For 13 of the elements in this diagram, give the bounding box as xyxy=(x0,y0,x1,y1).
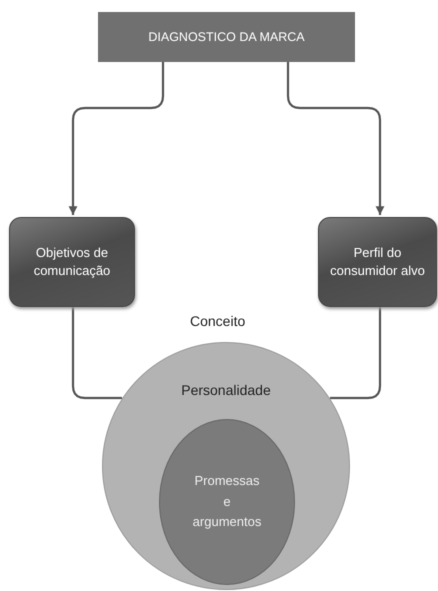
concept-label: Conceito xyxy=(190,313,246,329)
rounded-box xyxy=(9,217,135,307)
node-text: Personalidade xyxy=(181,381,271,400)
rounded-box xyxy=(318,217,437,307)
node-text: DIAGNOSTICO DA MARCA xyxy=(148,28,305,46)
arrow xyxy=(286,62,384,215)
node-text: Promessas e argumentos xyxy=(192,472,262,532)
node-text: Objetivos de comunicação xyxy=(32,244,112,280)
connector-line xyxy=(72,307,122,400)
title-box xyxy=(98,12,355,62)
arrow xyxy=(68,62,164,215)
node-text: Perfil do consumidor alvo xyxy=(329,244,426,280)
connector-line xyxy=(330,307,382,400)
